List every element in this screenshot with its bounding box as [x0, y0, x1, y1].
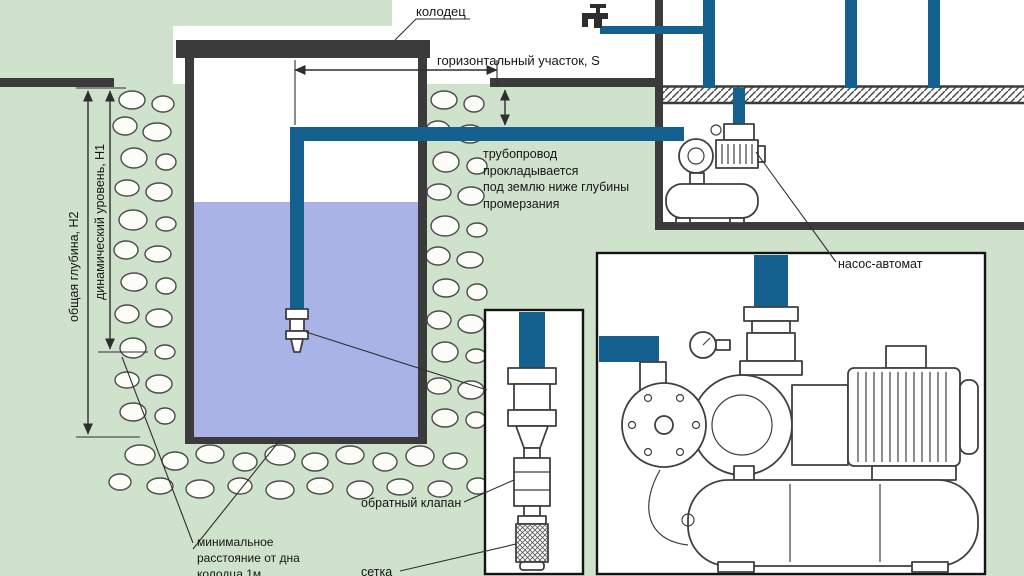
- pump-to-label-pointer: [755, 151, 837, 263]
- check-valve-pointer: [463, 479, 515, 503]
- foot-valve: [285, 308, 309, 353]
- min-distance-line: колодца 1м: [197, 566, 262, 576]
- faucet-icon: [582, 4, 608, 28]
- min-distance-pointer-1: [121, 356, 194, 544]
- well-drop-pipe: [290, 127, 304, 309]
- foot-valve-to-inset-pointer: [305, 331, 488, 391]
- strainer-label: сетка: [361, 565, 393, 576]
- gravel-bottom: [108, 444, 490, 500]
- well-label: колодец: [416, 4, 466, 19]
- min-distance-note: минимальное расстояние от дна колодца 1м: [197, 535, 300, 576]
- ground-surface: [0, 78, 657, 87]
- valve-inset-drawing: [507, 312, 557, 571]
- horizontal-section-label: горизонтальный участок, S: [437, 53, 600, 68]
- pipeline-note-line: трубопровод: [483, 147, 558, 161]
- well-wall-right: [418, 56, 427, 444]
- riser-pipe-1: [703, 0, 715, 88]
- pointer-lines: [121, 18, 837, 572]
- riser-pipe-2: [845, 0, 857, 88]
- dynamic-level-label: динамический уровень, H1: [93, 143, 107, 300]
- house-basement-floor: [655, 222, 1024, 230]
- pipeline-note-line: прокладывается: [483, 163, 579, 178]
- well-cap: [176, 40, 430, 58]
- house-section: [655, 0, 1024, 230]
- min-distance-pointer-2: [192, 439, 281, 550]
- faucet-pipe: [600, 26, 709, 34]
- gravel-left: [112, 90, 177, 425]
- house-wall: [655, 0, 663, 230]
- check-valve-drawing: [513, 447, 551, 517]
- pump-automat-label: насос-автомат: [838, 257, 923, 271]
- riser-pipe-3: [928, 0, 940, 88]
- total-depth-label: общая глубина, H2: [67, 211, 81, 322]
- house-floor-hatch: [663, 87, 1024, 102]
- pipeline-note-line: промерзания: [483, 196, 560, 211]
- min-distance-line: минимальное: [197, 535, 274, 549]
- strainer-pointer: [399, 543, 517, 572]
- supply-pipe: [290, 127, 684, 141]
- basement-pump-riser: [733, 88, 745, 124]
- basement-pump-unit: [665, 123, 766, 224]
- gravel-right: [425, 90, 488, 429]
- strainer-drawing: [515, 515, 549, 571]
- pipes: [290, 0, 940, 309]
- well-bottom: [185, 437, 427, 444]
- pipeline-note-line: под землю ниже глубины: [483, 180, 630, 194]
- pipeline-note: трубопровод прокладывается под землю ниж…: [483, 146, 629, 212]
- check-valve-label: обратный клапан: [361, 496, 462, 510]
- well-label-pointer: [394, 18, 470, 41]
- well-wall-left: [185, 56, 194, 444]
- pump-inset-drawing: [599, 255, 979, 573]
- min-distance-line: расстояние от дна: [197, 550, 300, 565]
- dimension-lines: [76, 60, 511, 438]
